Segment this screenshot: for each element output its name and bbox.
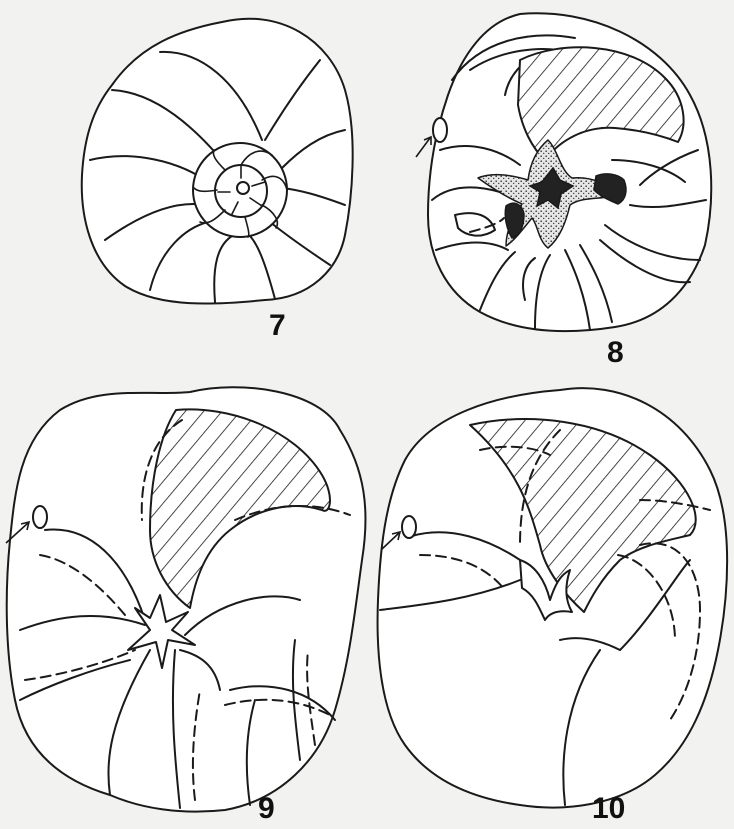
figure-8: 8	[416, 13, 711, 369]
fig8-aperture	[433, 118, 447, 142]
figure-7: 7	[82, 19, 353, 342]
figure-label-7: 7	[269, 309, 286, 342]
fig9-aperture	[33, 506, 47, 528]
figure-9: 9	[6, 387, 366, 825]
figure-label-9: 9	[258, 792, 275, 825]
figure-label-10: 10	[592, 792, 625, 825]
figure-10: 10	[378, 388, 728, 825]
fig7-proloculus	[237, 182, 249, 194]
fig10-aperture	[402, 516, 416, 538]
fig8-arrow-icon	[416, 138, 430, 157]
figure-label-8: 8	[607, 336, 624, 369]
